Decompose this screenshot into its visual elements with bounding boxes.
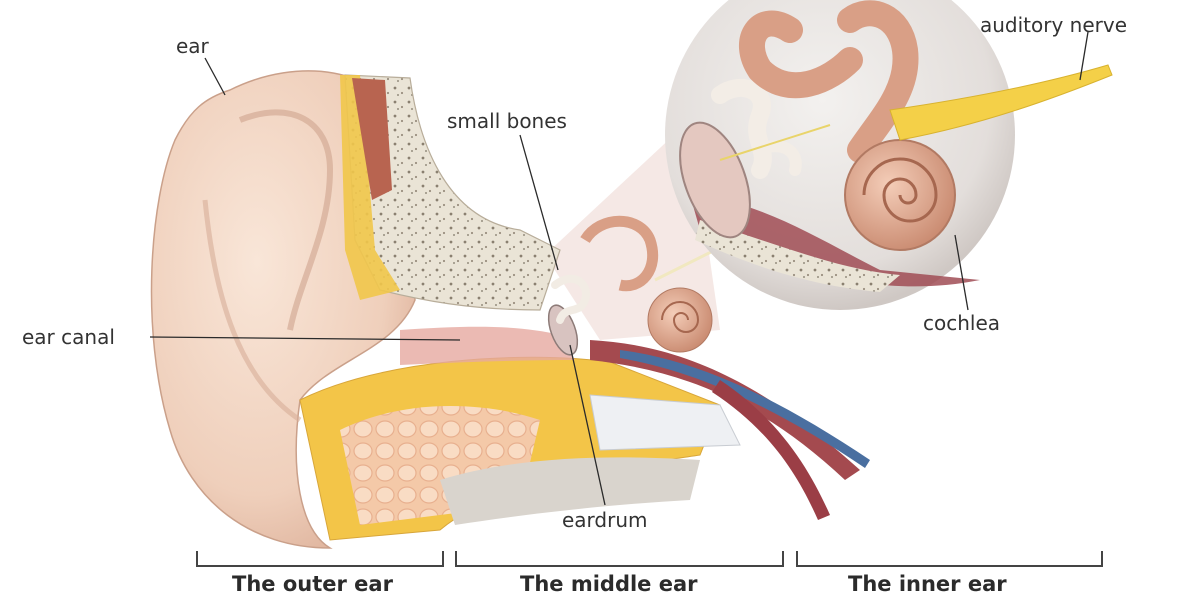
label-small-bones: small bones (447, 109, 567, 133)
bracket-inner-ear (797, 551, 1102, 566)
bracket-middle-ear (456, 551, 783, 566)
label-auditory-nerve: auditory nerve (980, 13, 1127, 37)
section-middle-ear: The middle ear (520, 572, 698, 593)
bracket-outer-ear (197, 551, 443, 566)
leader-ear (205, 58, 225, 95)
label-cochlea: cochlea (923, 311, 1000, 335)
label-eardrum: eardrum (562, 508, 648, 532)
section-outer-ear: The outer ear (232, 572, 394, 593)
label-ear: ear (176, 34, 210, 58)
magnified-inner-ear (665, 0, 1015, 310)
lower-tissue-block (300, 357, 740, 540)
label-ear-canal: ear canal (22, 325, 115, 349)
section-inner-ear: The inner ear (848, 572, 1007, 593)
ear-canal-illustration (400, 327, 575, 365)
